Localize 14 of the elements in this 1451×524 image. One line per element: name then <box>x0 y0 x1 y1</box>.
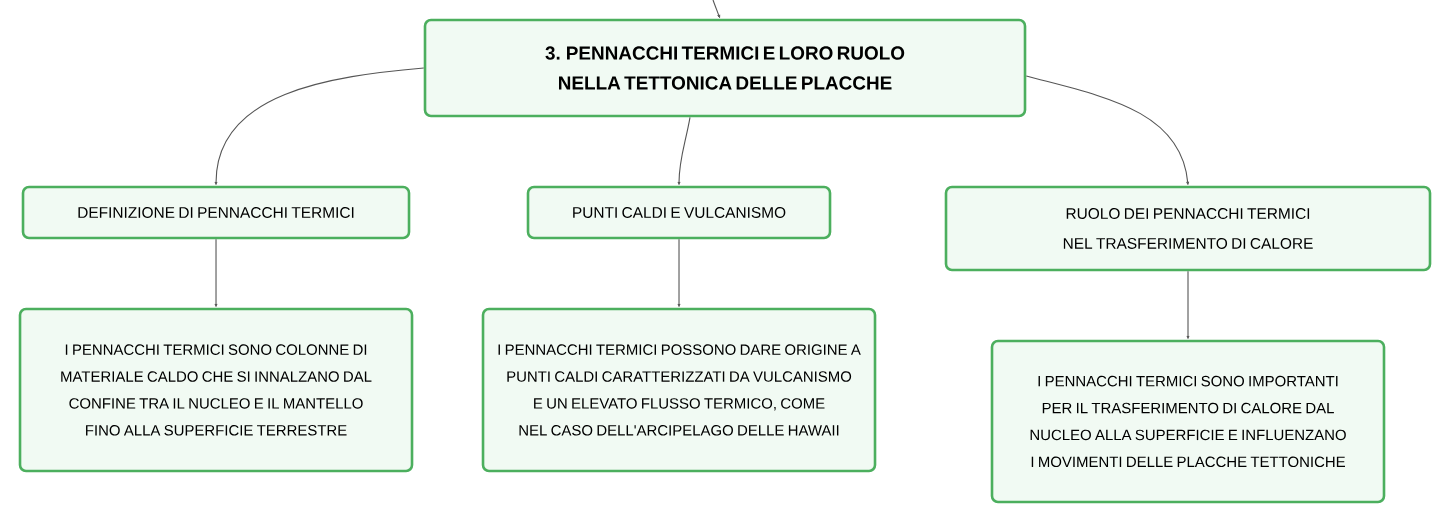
arrow <box>1186 270 1190 339</box>
root-topic-box: 3. PENNACCHI TERMICI E LORO RUOLO NELLA TETTONICA DELLE PLACCHE <box>423 18 1027 118</box>
arrow <box>214 67 425 185</box>
subtopic-box: RUOLO DEI PENNACCHI TERMICI NEL TRASFERIMENTO DI CALORE <box>944 185 1432 272</box>
arrow <box>677 116 691 185</box>
arrow <box>712 0 721 19</box>
description-box: I PENNACCHI TERMICI SONO COLONNE DI MATERIALE CALDO CHE SI INNALZANO DAL CONFINE TRA IL NUCLEO E IL MANTELLO FINO ALLA SUPERFICIE TERRESTRE <box>18 307 414 473</box>
description-box: I PENNACCHI TERMICI POSSONO DARE ORIGINE A PUNTI CALDI CARATTERIZZATI DA VULCANISMO E UN ELEVATO FLUSSO TERMICO, COME NEL CASO DELL'ARCIPELAGO DELLE HAWAII <box>481 307 877 473</box>
arrow <box>214 238 218 307</box>
arrow <box>677 238 681 307</box>
arrow <box>1025 75 1190 185</box>
description-box: I PENNACCHI TERMICI SONO IMPORTANTI PER IL TRASFERIMENTO DI CALORE DAL NUCLEO ALLA SUPERFICIE E INFLUENZANO I MOVIMENTI DELLE PLACCHE TETTONICHE <box>990 339 1386 504</box>
subtopic-box: DEFINIZIONE DI PENNACCHI TERMICI <box>21 185 411 240</box>
subtopic-box: PUNTI CALDI E VULCANISMO <box>526 185 832 240</box>
